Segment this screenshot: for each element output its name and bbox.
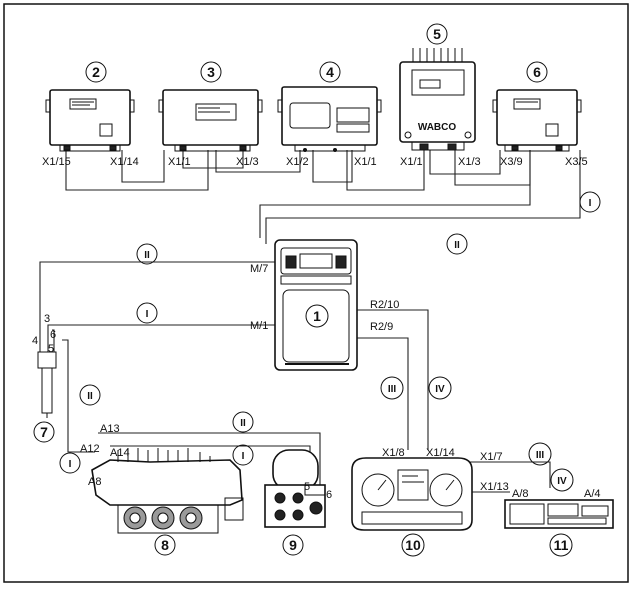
c4-left-connector: X1/2 xyxy=(286,156,309,168)
c11-a4: A/4 xyxy=(584,488,601,500)
c5-left-connector: X1/1 xyxy=(400,156,423,168)
marker-ii-down: II xyxy=(87,391,93,402)
badge-11: 11 xyxy=(554,537,569,553)
badge-1: 1 xyxy=(313,308,321,324)
marker-i-low: I xyxy=(69,459,72,470)
marker-i-mid: I xyxy=(146,309,149,320)
c7-pin6: 6 xyxy=(50,329,56,341)
c8-a14: A14 xyxy=(110,447,130,459)
c6-right-connector: X3/5 xyxy=(565,156,588,168)
top-connector-labels: X1/15 X1/14 X1/1 X1/3 X1/2 X1/1 X1/1 X1/… xyxy=(42,156,588,168)
outer-frame xyxy=(3,3,629,583)
control-unit-2 xyxy=(45,89,135,152)
wabco-label: WABCO xyxy=(418,122,457,133)
engine-module-8 xyxy=(91,448,244,534)
tachograph-11 xyxy=(504,499,614,529)
sensor-7 xyxy=(37,345,57,418)
can-bus-wires xyxy=(65,150,581,244)
badge-9: 9 xyxy=(289,537,297,553)
c2-left-connector: X1/15 xyxy=(42,156,71,168)
main-wires xyxy=(39,261,551,493)
marker-ii-left: II xyxy=(144,250,150,261)
badge-3: 3 xyxy=(207,64,215,80)
c5-right-connector: X1/3 xyxy=(458,156,481,168)
marker-iv-c11: IV xyxy=(557,476,567,487)
marker-i-top: I xyxy=(589,198,592,209)
marker-iii-c11: III xyxy=(536,450,545,461)
c9-pin6: 6 xyxy=(326,489,332,501)
valve-unit-9 xyxy=(264,449,326,528)
badge-2: 2 xyxy=(92,64,100,80)
component-number-badges: 2 3 4 5 6 1 7 8 9 10 11 xyxy=(33,23,573,557)
instrument-cluster-10 xyxy=(351,457,473,531)
c1-r29-label: R2/9 xyxy=(370,321,393,333)
c11-x17: X1/7 xyxy=(480,451,503,463)
c10-x114: X1/14 xyxy=(426,447,455,459)
badge-7: 7 xyxy=(40,424,48,440)
control-unit-6 xyxy=(492,89,582,152)
c8-a13: A13 xyxy=(100,423,120,435)
marker-i-a13: I xyxy=(242,451,245,462)
c8-a12: A12 xyxy=(80,443,100,455)
c7-pin4: 4 xyxy=(32,335,38,347)
c2-right-connector: X1/14 xyxy=(110,156,139,168)
c7-pin5: 5 xyxy=(48,343,54,355)
c3-right-connector: X1/3 xyxy=(236,156,259,168)
c10-x18: X1/8 xyxy=(382,447,405,459)
badge-6: 6 xyxy=(533,64,541,80)
badge-10: 10 xyxy=(405,537,421,553)
control-unit-5: WABCO xyxy=(399,48,476,151)
marker-iii-c10: III xyxy=(388,384,397,395)
c11-x113: X1/13 xyxy=(480,481,509,493)
badge-5: 5 xyxy=(433,26,441,42)
marker-iv-c10: IV xyxy=(435,384,445,395)
c4-right-connector: X1/1 xyxy=(354,156,377,168)
c1-m1-label: M/1 xyxy=(250,320,268,332)
line-markers: I II II I II I II I III IV III IV xyxy=(59,191,601,492)
badge-4: 4 xyxy=(326,64,334,80)
c7-pin3: 3 xyxy=(44,313,50,325)
control-unit-3 xyxy=(158,89,263,152)
badge-8: 8 xyxy=(161,537,169,553)
marker-ii-a13: II xyxy=(240,418,246,429)
c9-pin5: 5 xyxy=(304,481,310,493)
c6-left-connector: X3/9 xyxy=(500,156,523,168)
c1-m7-label: M/7 xyxy=(250,263,268,275)
c11-a8: A/8 xyxy=(512,488,529,500)
pin-comb xyxy=(412,48,463,62)
c1-r210-label: R2/10 xyxy=(370,299,399,311)
c3-left-connector: X1/1 xyxy=(168,156,191,168)
control-unit-4 xyxy=(277,86,382,152)
marker-ii-top: II xyxy=(454,240,460,251)
c8-a8: A8 xyxy=(88,476,101,488)
